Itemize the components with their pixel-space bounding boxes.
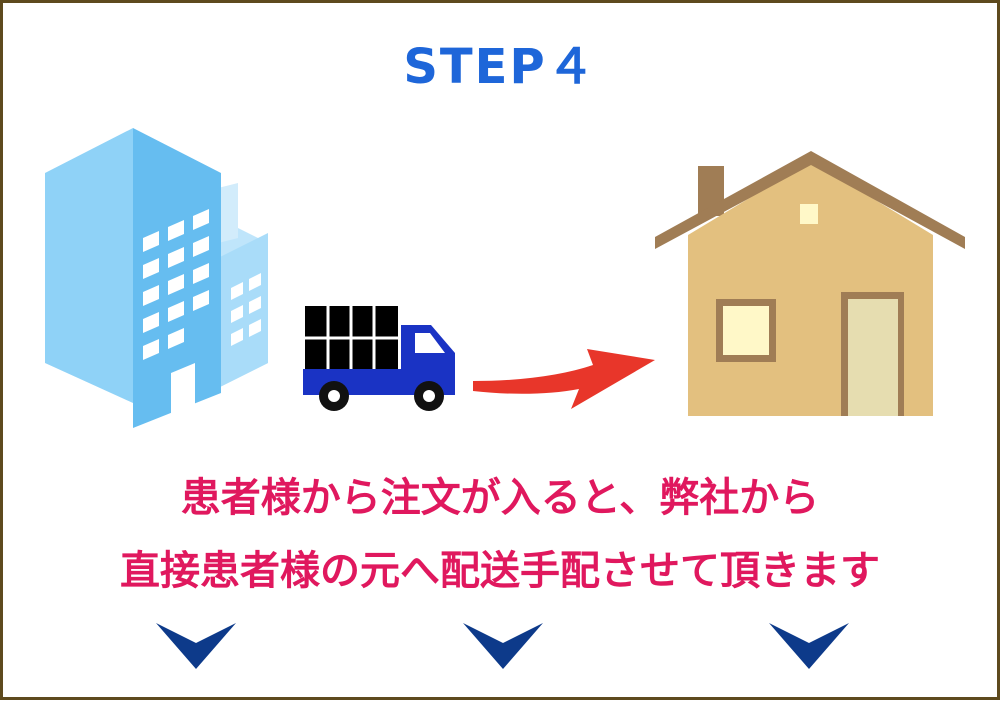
step-title: STEP４ — [403, 39, 597, 95]
chevron-down-icon — [156, 623, 236, 669]
message-line-2: 直接患者様の元へ配送手配させて頂きます — [120, 548, 880, 594]
chevron-down-icon — [463, 623, 543, 669]
office-building-icon — [45, 128, 268, 428]
red-arrow-icon — [473, 349, 655, 409]
house-icon — [655, 151, 965, 416]
message-line-1: 患者様から注文が入ると、弊社から — [180, 475, 820, 521]
delivery-truck-icon — [303, 306, 455, 411]
chevron-down-icon — [769, 623, 849, 669]
illustration — [45, 128, 965, 428]
